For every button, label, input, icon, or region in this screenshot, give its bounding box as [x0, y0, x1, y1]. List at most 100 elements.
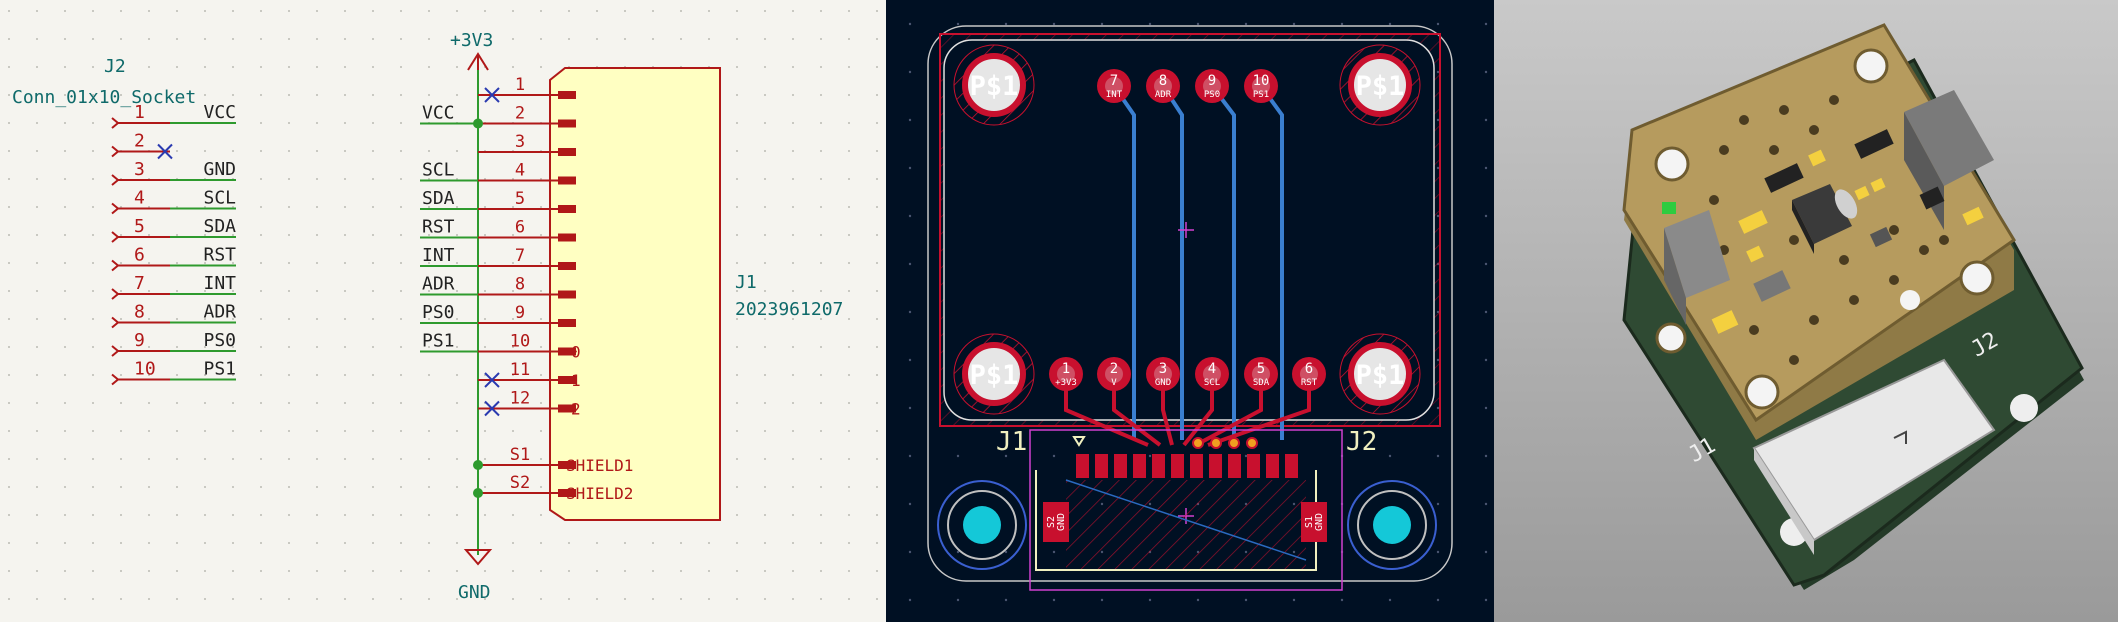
pad-number: 9	[1208, 73, 1216, 89]
shield-name: SHIELD1	[566, 456, 633, 475]
j2-pin-number: 3	[134, 159, 145, 180]
j1-net-label: ADR	[422, 274, 455, 295]
j1-pin-number: 6	[515, 218, 525, 238]
mount-hole[interactable]: P$1	[1339, 333, 1421, 415]
shield-pad-number: S2	[1046, 516, 1057, 528]
j1-pin-number: 5	[515, 189, 525, 209]
fpc-pad[interactable]	[1266, 454, 1279, 478]
fpc-pad[interactable]	[1076, 454, 1089, 478]
pad-net: GND	[1155, 378, 1171, 388]
j1-connector[interactable]: 12VCC34SCL5SDA6RST7INT8ADR9PS010PS111120…	[420, 75, 633, 503]
pcb-j1-label: J1	[996, 427, 1027, 457]
j1-pin-number: 11	[510, 360, 530, 380]
fpc-pad[interactable]	[1209, 454, 1222, 478]
mount-hole[interactable]: P$1	[1339, 44, 1421, 126]
mount-hole[interactable]: P$1	[953, 44, 1035, 126]
j2-pin-number: 5	[134, 216, 145, 237]
j1-pin-number: 7	[515, 246, 525, 266]
fpc-pad[interactable]	[1228, 454, 1241, 478]
j1-body[interactable]	[549, 67, 721, 521]
shield-number: S2	[510, 473, 530, 493]
origin-crosshair-icon	[1178, 222, 1194, 524]
pad-number: 4	[1208, 361, 1216, 377]
j1-pin-number: 3	[515, 132, 525, 152]
fpc-pad[interactable]	[1247, 454, 1260, 478]
j1-pin[interactable]: 3	[478, 132, 576, 156]
j2-value: Conn_01x10_Socket	[12, 87, 196, 108]
j2-pin-number: 2	[134, 131, 145, 152]
fpc-pad[interactable]	[1285, 454, 1298, 478]
ground-label: GND	[458, 582, 491, 603]
j1-pin[interactable]: 11	[478, 360, 576, 388]
j2-net-label: INT	[203, 273, 236, 294]
j2-pin[interactable]: 2	[111, 131, 173, 160]
pcb-j2-label: J2	[1346, 427, 1377, 457]
3d-view-panel[interactable]: J1 J2	[1494, 0, 2118, 622]
fpc-pads[interactable]	[1076, 454, 1298, 478]
power-arrow-icon	[467, 52, 489, 71]
pcb-pad[interactable]: 1+3V3	[1049, 357, 1083, 391]
pad-number: 8	[1159, 73, 1167, 89]
pad-number: 1	[1062, 361, 1070, 377]
fpc-footprint[interactable]	[1029, 429, 1343, 591]
fpc-pad[interactable]	[1190, 454, 1203, 478]
fpc-pad[interactable]	[1095, 454, 1108, 478]
fpc-pad[interactable]	[1133, 454, 1146, 478]
mount-hole[interactable]: P$1	[953, 333, 1035, 415]
pad-number: 7	[1110, 73, 1118, 89]
j2-net-label: PS0	[203, 330, 236, 351]
j1-pin[interactable]: 1	[478, 75, 576, 103]
j1-pin-number: 2	[515, 104, 525, 124]
j2-net-label: SCL	[203, 188, 236, 209]
fpc-pad[interactable]	[1152, 454, 1165, 478]
j1-net-label: INT	[422, 245, 455, 266]
j1-net-label: PS1	[422, 331, 455, 352]
pad-net: +3V3	[1055, 378, 1077, 388]
fpc-pad[interactable]	[1171, 454, 1184, 478]
j1-pin[interactable]: 7 INT	[420, 245, 576, 270]
pcb-pad[interactable]: 2V	[1097, 357, 1131, 391]
no-connect-icon	[484, 372, 500, 388]
j1-pin-number: 12	[510, 389, 530, 409]
j1-pin[interactable]: 12	[478, 389, 576, 417]
pad-number: 6	[1305, 361, 1313, 377]
mount-hole-label: P$1	[970, 71, 1019, 102]
shield-pad-number: S1	[1304, 516, 1315, 528]
j1-inner-label: 2	[571, 400, 581, 419]
fpc-pad[interactable]	[1114, 454, 1127, 478]
